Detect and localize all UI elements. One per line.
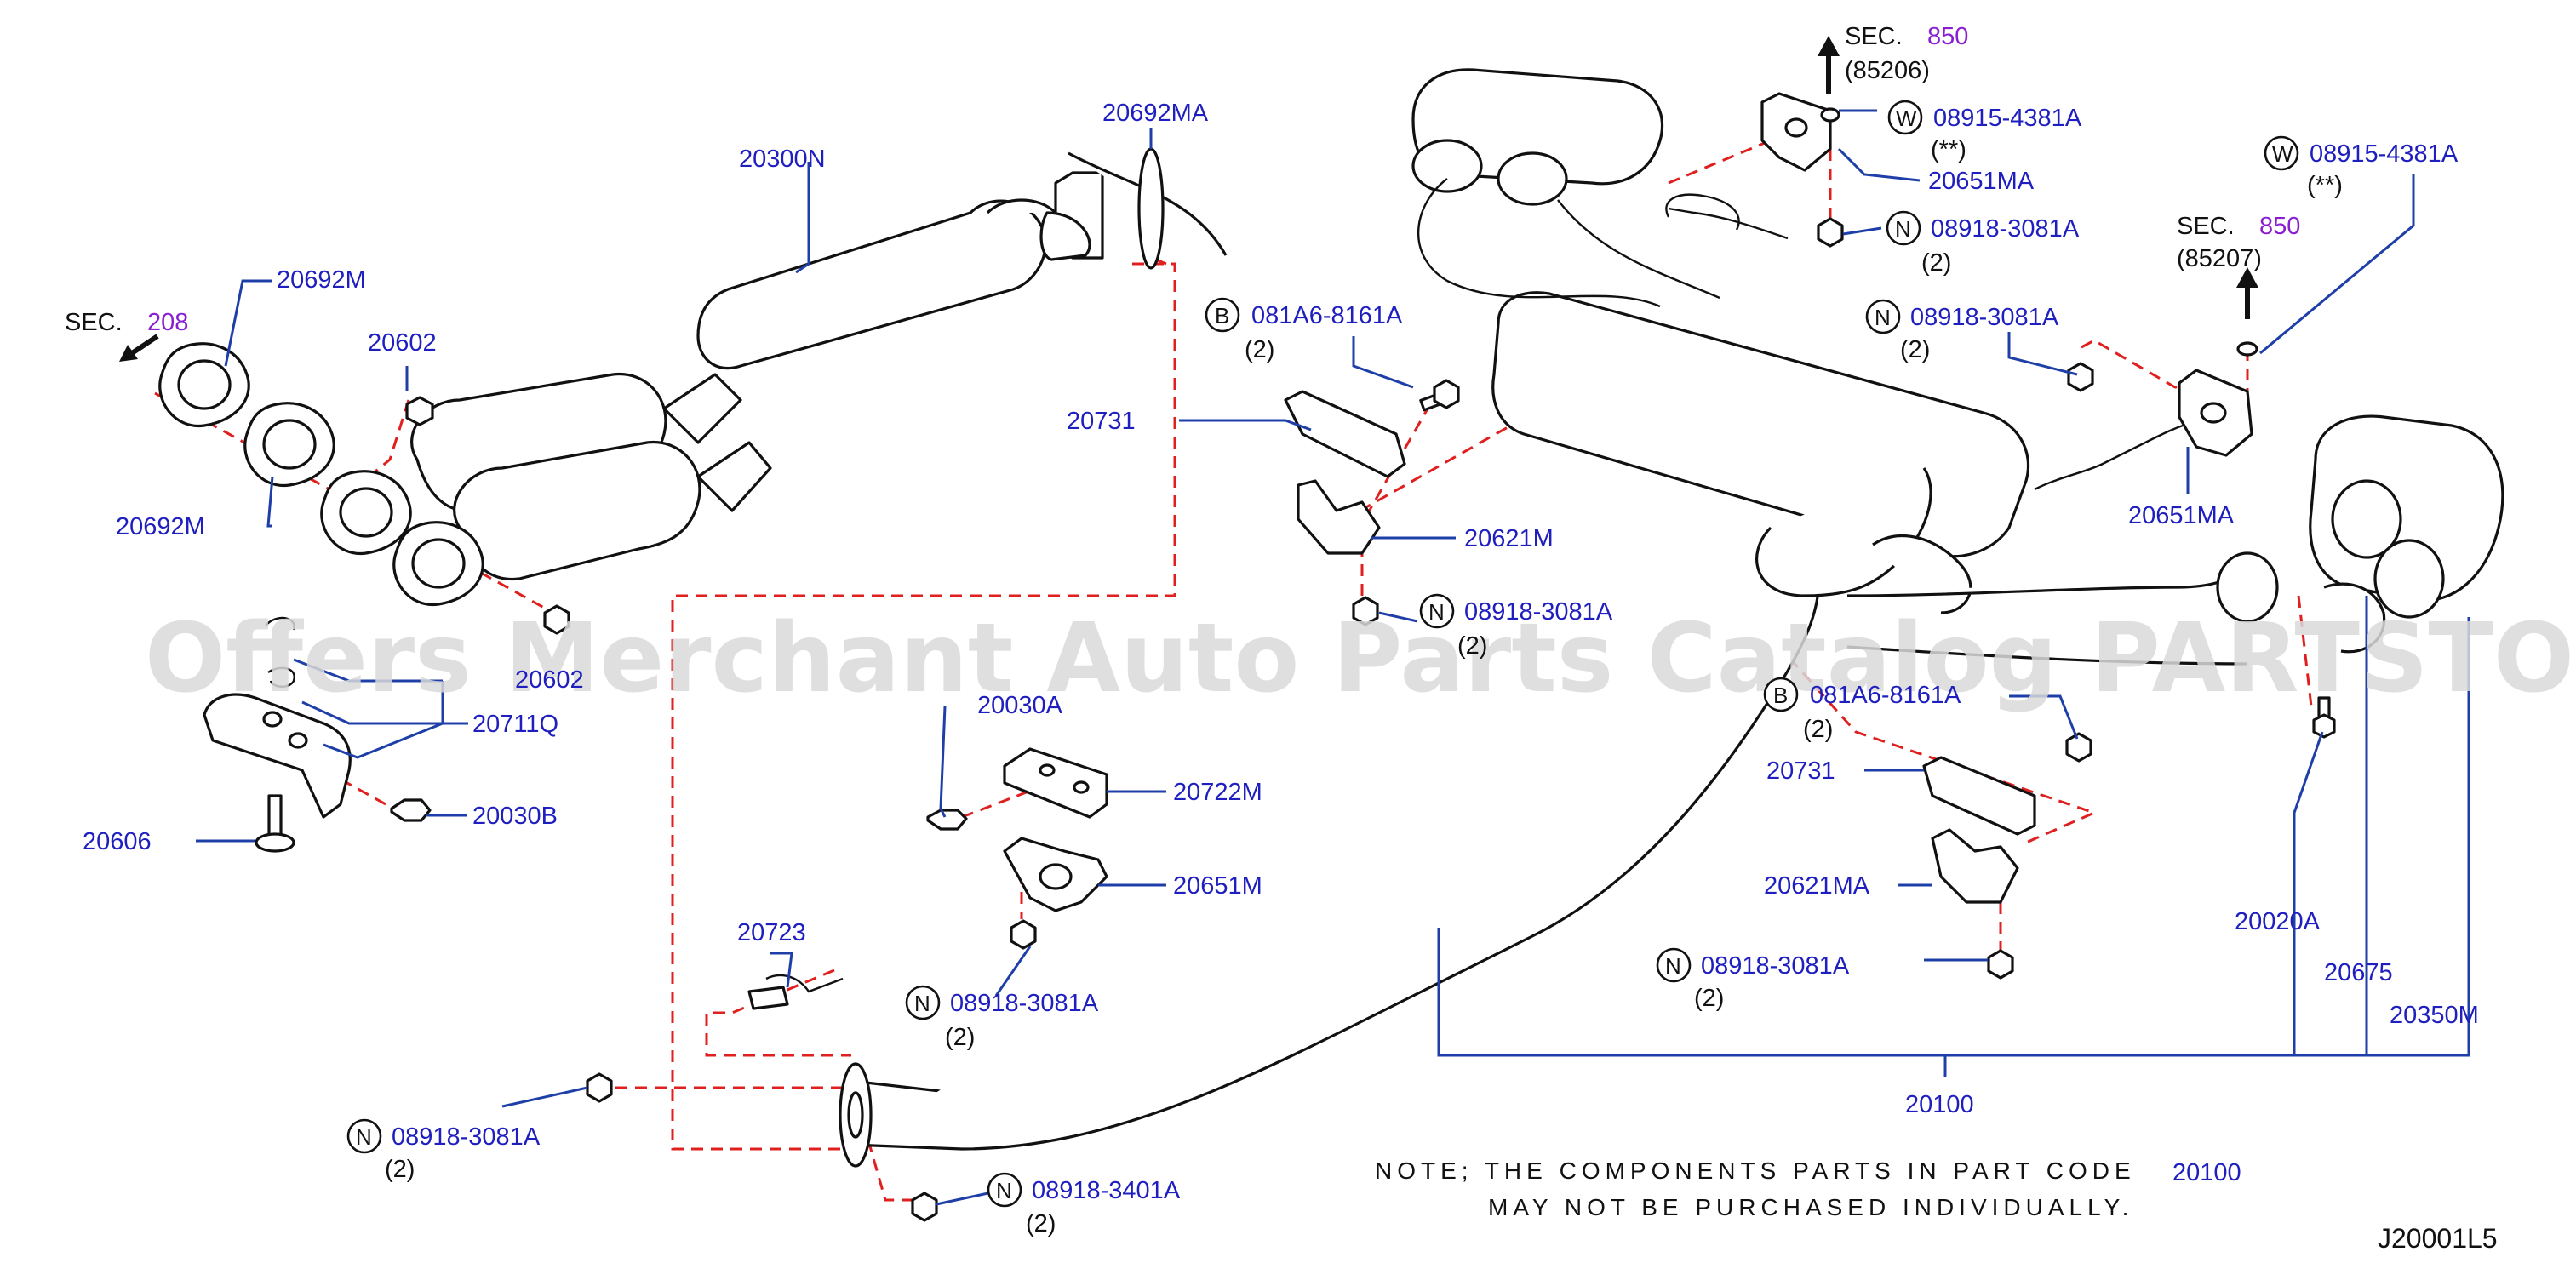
leader-lines (196, 109, 2470, 1206)
watermark: Offers Merchant Auto Parts Catalog PARTS… (145, 603, 2576, 714)
fastener-081A6-upper: 081A6-8161A (1251, 302, 1403, 329)
sec-sub-85206: (85206) (1845, 57, 1930, 84)
sec-label-850b: SEC. (2177, 213, 2235, 240)
fastener-08918-d-qty: (2) (945, 1024, 975, 1051)
fastener-n-prefix-d: N (914, 991, 930, 1016)
fastener-08918-f: 08918-3081A (1701, 952, 1850, 980)
label-20692M-top: 20692M (277, 266, 366, 294)
label-20020A: 20020A (2235, 908, 2321, 935)
note-line-1: NOTE; THE COMPONENTS PARTS IN PART CODE (1375, 1157, 2136, 1184)
label-20621M: 20621M (1464, 525, 1554, 552)
sec-number-208: 208 (147, 309, 188, 336)
label-20350M: 20350M (2390, 1002, 2479, 1029)
label-20711Q: 20711Q (472, 711, 558, 738)
fastener-08918-a: 08918-3081A (1931, 215, 2080, 243)
fastener-b-prefix-upper: B (1215, 303, 1229, 329)
sec-label-850a: SEC. (1845, 23, 1903, 50)
fastener-08918-c: 08918-3081A (1464, 598, 1613, 626)
fastener-08915-upper: 08915-4381A (1933, 105, 2082, 132)
fastener-08918-b: 08918-3081A (1910, 304, 2059, 331)
fastener-08918-e: 08918-3081A (392, 1123, 541, 1151)
fastener-08915-upper-qty: (**) (1931, 136, 1966, 163)
fastener-n-prefix-f: N (1665, 953, 1681, 979)
label-20606: 20606 (83, 828, 152, 855)
label-20621MA: 20621MA (1764, 872, 1870, 900)
label-20300N: 20300N (739, 146, 826, 173)
fastener-081A6-lower: 081A6-8161A (1810, 682, 1961, 709)
sec-number-850a: 850 (1927, 23, 1968, 50)
label-20651M: 20651M (1173, 872, 1262, 900)
fastener-08918-a-qty: (2) (1921, 249, 1951, 277)
fastener-b-prefix-lower: B (1773, 683, 1788, 708)
label-20100: 20100 (1905, 1091, 1974, 1118)
fastener-n-prefix-c: N (1428, 599, 1445, 625)
fastener-08918-3401A: 08918-3401A (1032, 1177, 1181, 1204)
label-20651MA-upper: 20651MA (1928, 168, 2035, 195)
fastener-08915-right: 08915-4381A (2310, 140, 2459, 168)
fastener-08918-e-qty: (2) (385, 1156, 415, 1183)
sec-sub-85207: (85207) (2177, 245, 2262, 272)
fastener-08918-c-qty: (2) (1457, 632, 1487, 660)
label-20692MA: 20692MA (1102, 100, 1209, 127)
sec-number-850b: 850 (2259, 213, 2300, 240)
sec-label-208: SEC. (65, 309, 123, 336)
fastener-callouts: B 081A6-8161A (2) B 081A6-8161A (2) W 08… (346, 100, 2459, 1237)
fastener-08918-3401A-qty: (2) (1026, 1210, 1056, 1237)
label-20722M: 20722M (1173, 779, 1262, 806)
label-20675: 20675 (2324, 959, 2393, 986)
fastener-08915-right-qty: (**) (2307, 172, 2343, 199)
fastener-n-prefix-a: N (1895, 216, 1911, 242)
fastener-081A6-upper-qty: (2) (1245, 336, 1274, 363)
fastener-08918-d: 08918-3081A (950, 990, 1099, 1017)
section-refs: SEC. 208 SEC. 850 (85206) SEC. 850 (8520… (65, 23, 2300, 336)
exhaust-drawing (158, 68, 2504, 1168)
fastener-n-prefix-g: N (996, 1178, 1012, 1203)
label-20723: 20723 (737, 919, 806, 946)
label-20731-upper: 20731 (1067, 408, 1136, 435)
fastener-n-prefix-e: N (356, 1124, 372, 1150)
fastener-08918-b-qty: (2) (1900, 336, 1930, 363)
fastener-w-prefix-right: W (2272, 141, 2293, 167)
fastener-n-prefix-b: N (1875, 305, 1891, 330)
label-20030A: 20030A (977, 692, 1063, 719)
label-20030B: 20030B (472, 803, 558, 830)
diagram-code: J20001L5 (2378, 1223, 2498, 1254)
label-20602-bottom: 20602 (515, 666, 584, 694)
fastener-08918-f-qty: (2) (1694, 985, 1724, 1012)
label-20602-top: 20602 (368, 329, 437, 357)
note-part-code: 20100 (2172, 1159, 2241, 1186)
label-20651MA-right: 20651MA (2128, 502, 2235, 529)
label-20731-lower: 20731 (1766, 757, 1835, 785)
fastener-081A6-lower-qty: (2) (1803, 716, 1833, 743)
fastener-w-prefix-upper: W (1896, 106, 1917, 131)
part-labels: 20300N 20692MA 20692M 20692M 20602 20602… (83, 100, 2479, 1118)
note-block: NOTE; THE COMPONENTS PARTS IN PART CODE … (1375, 1157, 2498, 1254)
note-line-2: MAY NOT BE PURCHASED INDIVIDUALLY. (1488, 1194, 2133, 1220)
label-20692M-bottom: 20692M (116, 513, 205, 540)
brackets (119, 36, 2336, 1222)
